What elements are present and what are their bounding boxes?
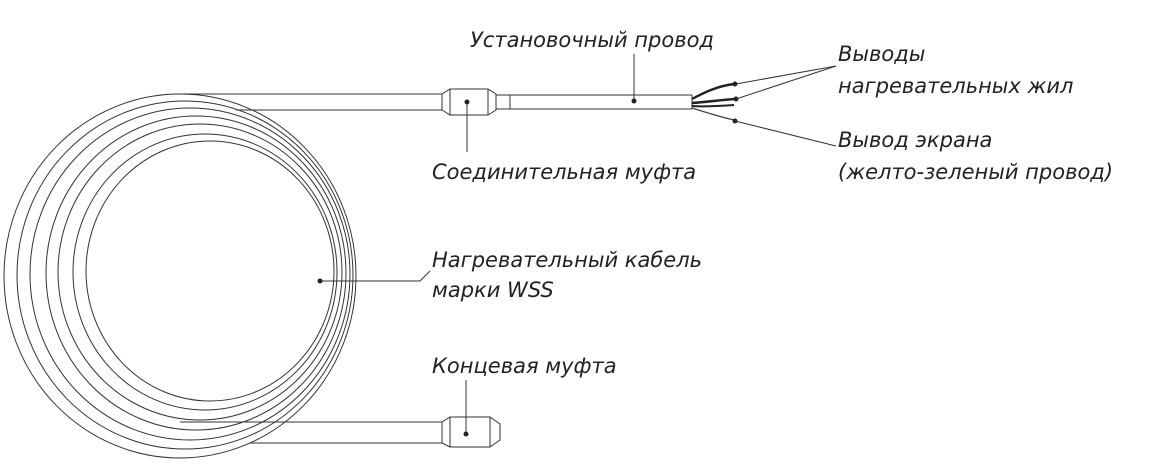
- coil-turn: [16, 100, 354, 450]
- heating-core-leads-label-line2: нагревательных жил: [838, 74, 1074, 98]
- heating-cable-label-line2: марки WSS: [432, 278, 554, 302]
- screen-lead-label-line1: Вывод экрана: [838, 128, 993, 152]
- coil-turn: [85, 140, 335, 402]
- leader-dot: [464, 99, 470, 105]
- coil-turn: [3, 93, 357, 459]
- installation-wire-label: Установочный провод: [470, 28, 714, 52]
- wire-leads: [691, 81, 739, 124]
- leader-dot: [317, 278, 323, 284]
- installation-wire: [495, 94, 693, 110]
- leader-dot: [631, 98, 637, 104]
- heating-core-lead: [691, 82, 735, 101]
- end-sleeve-label: Концевая муфта: [432, 354, 617, 378]
- connection-sleeve: [441, 88, 497, 116]
- heating-core-leads-label-line1: Выводы: [838, 42, 926, 66]
- screen-lead-label-line2: (желто-зеленый провод): [838, 160, 1114, 184]
- coil-turn: [72, 133, 338, 411]
- connection-sleeve-label: Соединительная муфта: [432, 160, 697, 184]
- heating-core-lead: [691, 104, 735, 108]
- coil-turn: [45, 115, 347, 431]
- heating-core-lead: [691, 97, 736, 105]
- heating-cable-tail: [180, 421, 442, 444]
- screen-lead: [691, 107, 735, 121]
- coil-turn: [29, 107, 351, 441]
- end-sleeve: [441, 416, 501, 448]
- coil-turn: [57, 123, 343, 421]
- heating-cable-top: [176, 93, 442, 111]
- heating-cable-label-line1: Нагревательный кабель: [432, 248, 702, 272]
- leader-dot: [463, 431, 469, 437]
- leader-lines: [320, 54, 837, 434]
- cable-coil: [3, 93, 357, 459]
